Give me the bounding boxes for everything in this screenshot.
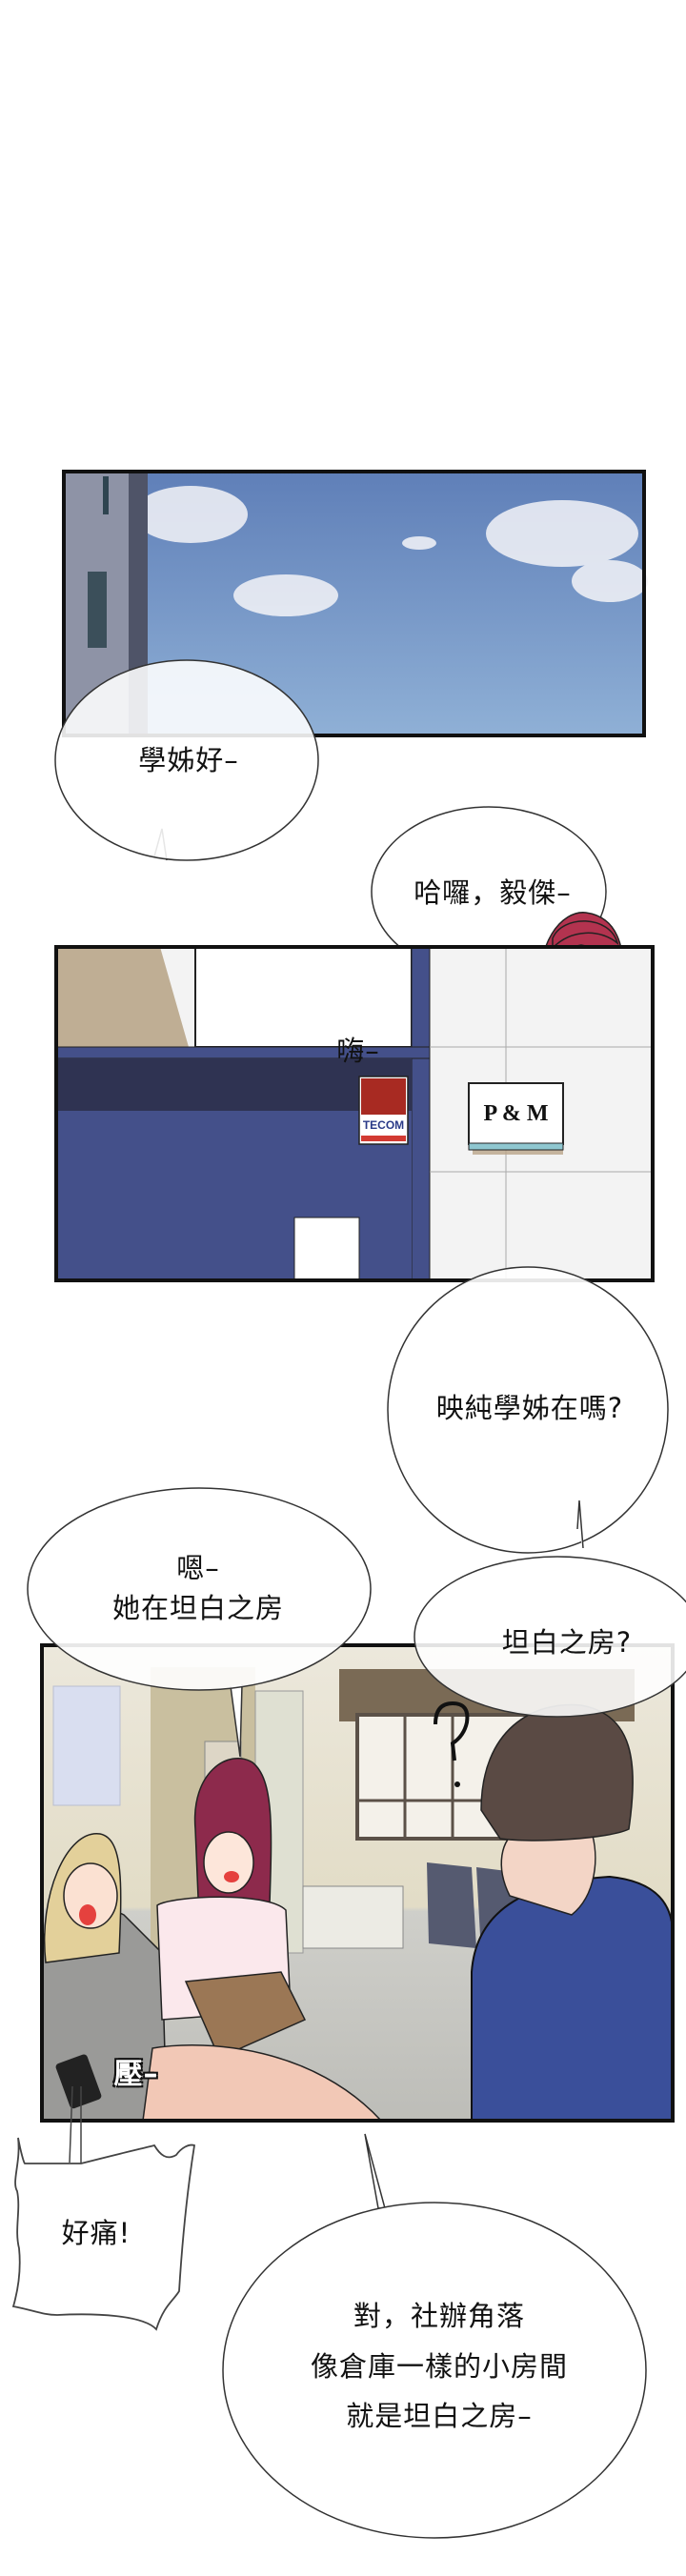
dialogue-ouch: 好痛! <box>61 2217 131 2249</box>
dialogue-hello: 哈囉，毅傑– <box>414 876 572 909</box>
dialogue-explanation-line3: 就是坦白之房– <box>346 2400 533 2432</box>
dialogue-explanation-line1: 對，社辦角落 <box>353 2300 526 2332</box>
tecom-sign: TECOM <box>359 1115 408 1136</box>
dialogue-explanation-line2: 像倉庫一樣的小房間 <box>310 2350 569 2383</box>
speech-bubble-greeting <box>54 659 319 861</box>
panel-club-door <box>54 945 655 1282</box>
question-mark-icon <box>434 1701 470 1761</box>
dialogue-hi: 嗨– <box>336 1035 380 1067</box>
tecom-sign-label: TECOM <box>362 1118 405 1132</box>
speech-bubble-confession-room-question <box>414 1556 686 1718</box>
sound-effect-press: 壓– <box>113 2058 159 2091</box>
speech-bubble-asking <box>387 1266 669 1554</box>
clouds <box>133 486 648 616</box>
dialogue-confession-room-question: 坦白之房? <box>501 1626 633 1659</box>
panel-club-room <box>40 1643 675 2123</box>
shout-bubble-ouch <box>11 2085 196 2331</box>
dialogue-she-is-in-line1: 嗯– <box>176 1552 220 1584</box>
dialogue-greeting: 學姊好– <box>138 744 239 776</box>
speech-bubble-she-is-in <box>27 1487 372 1758</box>
pm-sign: P & M <box>469 1083 563 1144</box>
dialogue-asking: 映純學姊在嗎? <box>435 1392 624 1424</box>
dialogue-she-is-in-line2: 她在坦白之房 <box>111 1592 285 1624</box>
speech-bubble-explanation <box>222 2133 647 2539</box>
pm-sign-label: P & M <box>483 1100 549 1126</box>
